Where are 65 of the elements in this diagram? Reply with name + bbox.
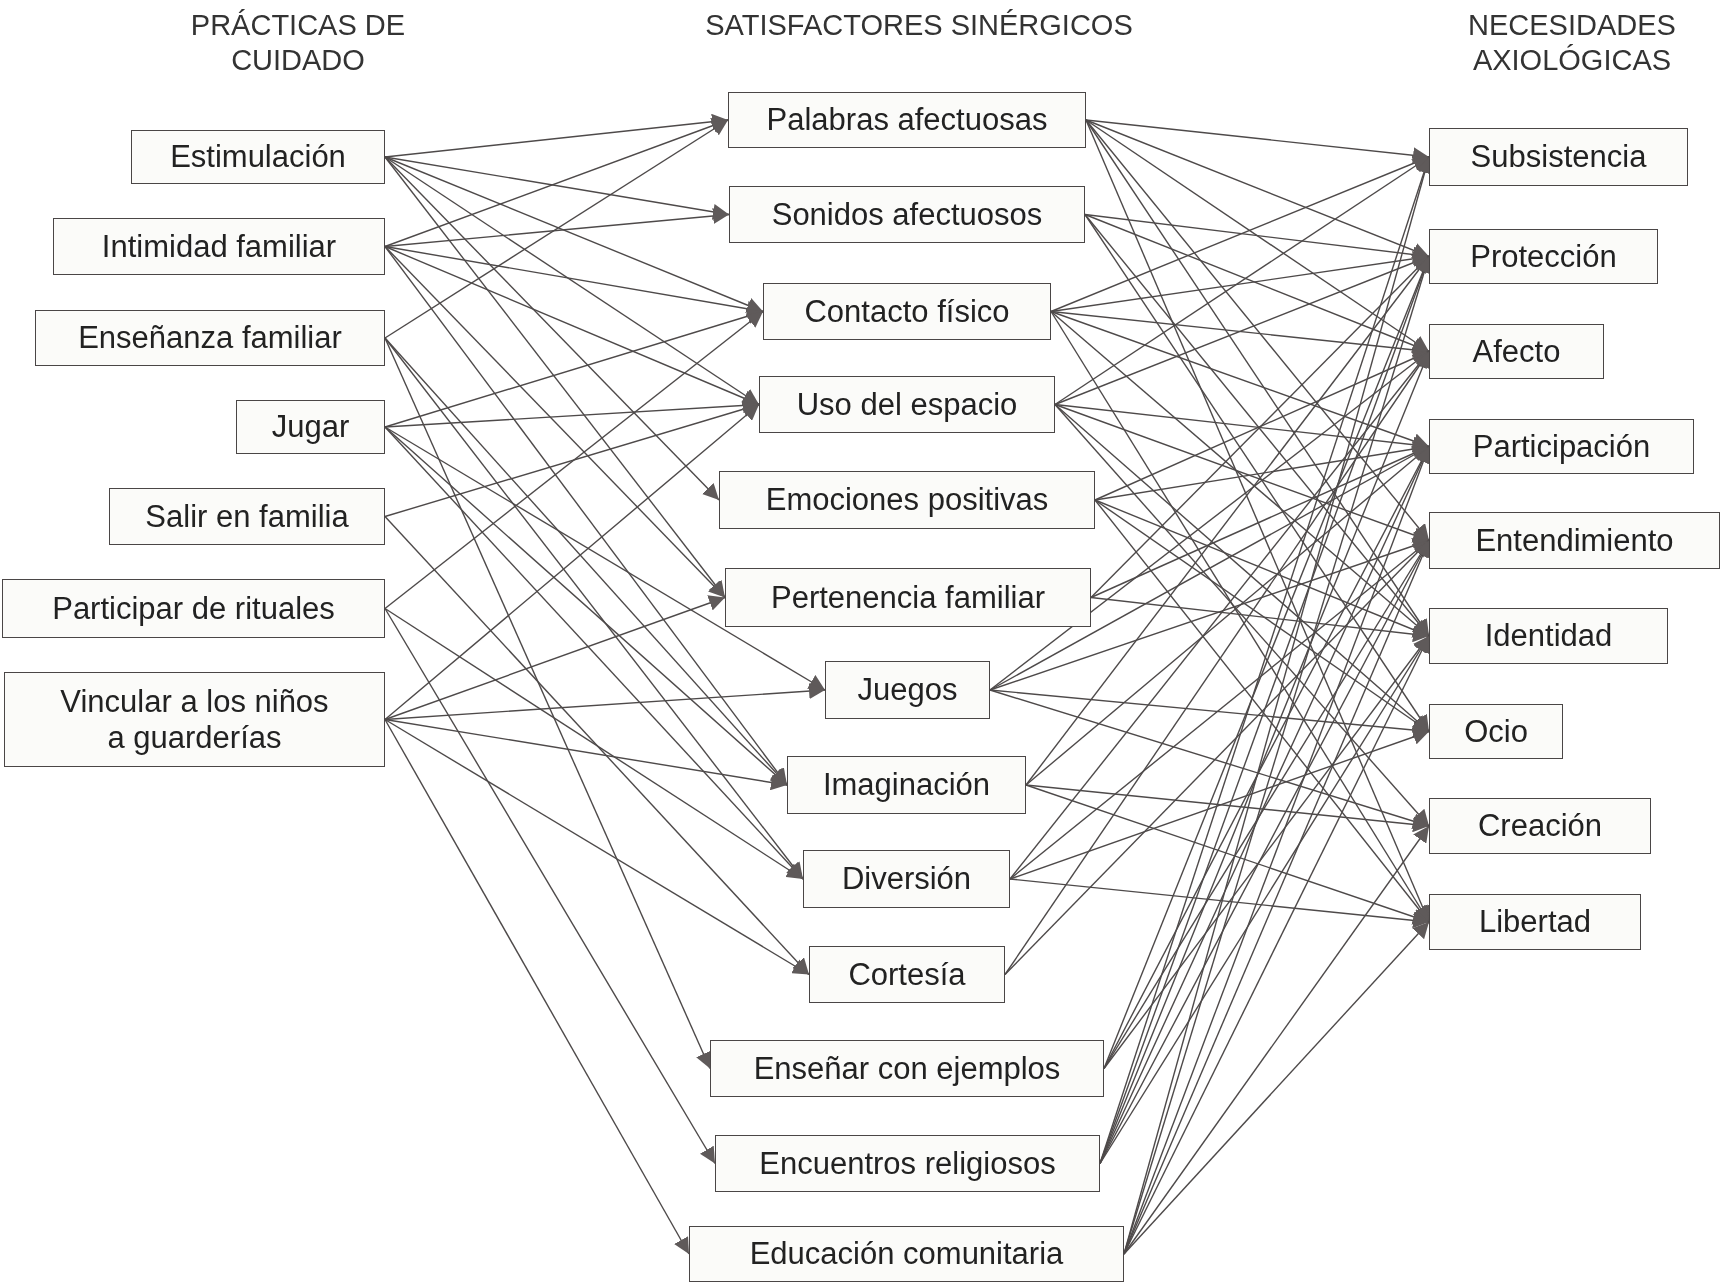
node-box: Cortesía — [809, 946, 1005, 1003]
node-box: Jugar — [236, 400, 385, 454]
node-box: Enseñanza familiar — [35, 310, 385, 366]
node-box: Enseñar con ejemplos — [710, 1040, 1104, 1097]
node-box: Libertad — [1429, 894, 1641, 950]
arrow — [384, 718, 810, 976]
arrow — [384, 595, 726, 721]
node-box: Palabras afectuosas — [728, 92, 1086, 148]
arrow — [1009, 878, 1430, 929]
column-heading: SATISFACTORES SINÉRGICOS — [704, 8, 1134, 43]
node-box: Juegos — [825, 661, 990, 719]
arrow — [1054, 403, 1430, 827]
node-box: Estimulación — [131, 130, 385, 184]
arrow — [384, 310, 764, 610]
arrow — [1085, 119, 1430, 164]
arrow — [1054, 156, 1430, 406]
arrow — [384, 718, 788, 791]
node-box: Identidad — [1429, 608, 1668, 664]
node-box: Sonidos afectuosos — [729, 186, 1085, 243]
arrow — [1085, 119, 1430, 542]
node-box: Ocio — [1429, 704, 1563, 759]
column-heading: PRÁCTICAS DE CUIDADO — [189, 8, 407, 78]
arrow — [1103, 635, 1430, 1070]
arrow — [1025, 784, 1430, 833]
arrow — [1050, 310, 1430, 449]
node-box: Participar de rituales — [2, 579, 385, 638]
arrow — [384, 245, 726, 599]
arrow — [1085, 119, 1430, 353]
node-box: Entendimiento — [1429, 512, 1720, 569]
arrow — [1025, 784, 1430, 925]
node-box: Emociones positivas — [719, 471, 1095, 529]
arrow — [1094, 499, 1430, 638]
node-box: Participación — [1429, 419, 1694, 474]
arrow — [384, 403, 760, 721]
node-box: Diversión — [803, 850, 1010, 908]
arrow — [1009, 729, 1430, 880]
node-box: Subsistencia — [1429, 128, 1688, 186]
node-box: Vincular a los niños a guarderías — [4, 672, 385, 767]
arrow — [1090, 596, 1430, 643]
node-box: Uso del espacio — [759, 376, 1055, 433]
arrow — [384, 156, 726, 599]
arrow — [989, 538, 1430, 691]
arrow — [384, 718, 690, 1255]
arrow — [384, 607, 716, 1165]
arrow — [1123, 921, 1430, 1255]
node-box: Educación comunitaria — [689, 1226, 1124, 1282]
arrow — [384, 113, 729, 158]
node-box: Afecto — [1429, 324, 1604, 379]
arrow — [384, 156, 760, 406]
column-heading: NECESIDADES AXIOLÓGICAS — [1467, 8, 1677, 78]
arrow — [384, 426, 826, 691]
arrow — [1054, 403, 1430, 543]
arrow — [384, 245, 760, 406]
node-box: Pertenencia familiar — [725, 568, 1091, 627]
arrow — [384, 119, 729, 339]
node-box: Intimidad familiar — [53, 218, 385, 275]
node-box: Encuentros religiosos — [715, 1135, 1100, 1192]
node-box: Creación — [1429, 798, 1651, 854]
arrow — [1050, 310, 1430, 358]
node-box: Protección — [1429, 229, 1658, 284]
node-box: Contacto físico — [763, 283, 1051, 340]
arrow — [1085, 119, 1430, 258]
node-box: Salir en familia — [109, 488, 385, 545]
arrow — [384, 607, 804, 880]
node-box: Imaginación — [787, 756, 1026, 814]
